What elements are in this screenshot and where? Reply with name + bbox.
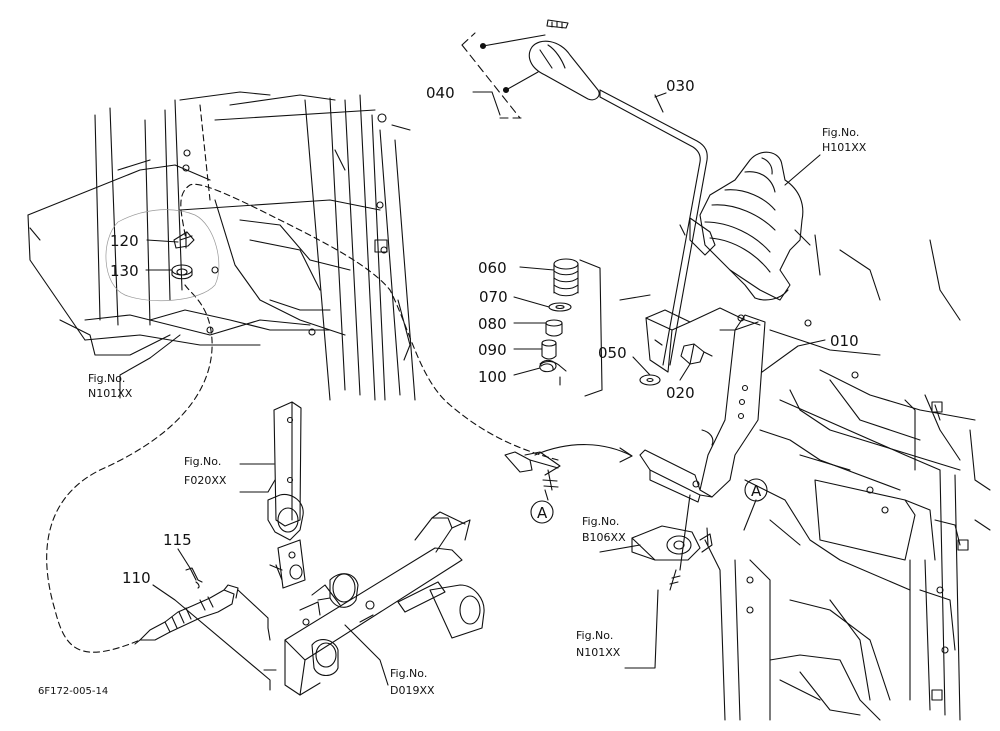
part-090-collar [541,339,557,360]
label-090: 090 [478,341,507,359]
fig-ref-b106-line2: B106XX [582,531,626,544]
part-070-washer [548,302,572,312]
part-010-bracket [639,307,766,571]
part-020-bolt [680,343,713,365]
part-110-cable-end [134,584,239,645]
part-boot-h101 [679,151,804,301]
label-115: 115 [163,531,192,549]
part-050-washer [639,374,661,386]
part-100-spring [539,359,567,373]
marker-a-right [744,478,768,502]
fig-ref-d019-line1: Fig.No. [390,667,427,680]
fig-ref-n101-left-line2: N101XX [88,387,133,400]
fig-ref-h101-line2: H101XX [822,141,867,154]
marker-labels: A A [537,482,762,522]
label-130: 130 [110,262,139,280]
marker-a-right-label: A [751,482,762,500]
label-120: 120 [110,232,139,250]
label-010: 010 [830,332,859,350]
marker-a-left-label: A [537,504,548,522]
label-030: 030 [666,77,695,95]
part-115-pin [185,567,203,589]
label-050: 050 [598,344,627,362]
fig-ref-n101-right-line1: Fig.No. [576,629,613,642]
label-040: 040 [426,84,455,102]
drawing-code: 6F172-005-14 [38,686,108,697]
fig-ref-f020-line1: Fig.No. [184,455,221,468]
label-020: 020 [666,384,695,402]
label-110: 110 [122,569,151,587]
label-060: 060 [478,259,507,277]
part-stopper-b106 [631,525,713,591]
leader-lines [119,91,826,691]
fig-ref-b106-line1: Fig.No. [582,515,619,528]
figure-references: Fig.No. H101XX Fig.No. N101XX Fig.No. F0… [88,126,867,697]
part-080-spacer [545,319,563,337]
spring-stack-guide [559,259,603,397]
label-100: 100 [478,368,507,386]
part-120-clip [173,231,195,249]
background-frame-right [619,229,991,721]
label-080: 080 [478,315,507,333]
fig-ref-h101-line1: Fig.No. [822,126,859,139]
fig-ref-n101-right-line2: N101XX [576,646,621,659]
part-040-knob [461,19,600,119]
part-labels: 040 030 060 070 080 090 100 050 020 010 … [110,77,859,587]
fig-ref-n101-left-line1: Fig.No. [88,372,125,385]
marker-a-left [530,500,554,524]
part-linkage-f020 [267,401,306,589]
label-070: 070 [479,288,508,306]
part-030-lever-rod [599,89,708,366]
background-frame-left [27,91,416,401]
callout-region-120-130 [105,209,220,302]
fig-ref-d019-line2: D019XX [390,684,435,697]
part-shaft-d019 [284,511,485,696]
control-cable [46,183,633,653]
part-060-spring [553,258,579,297]
fig-ref-f020-line2: F020XX [184,474,227,487]
